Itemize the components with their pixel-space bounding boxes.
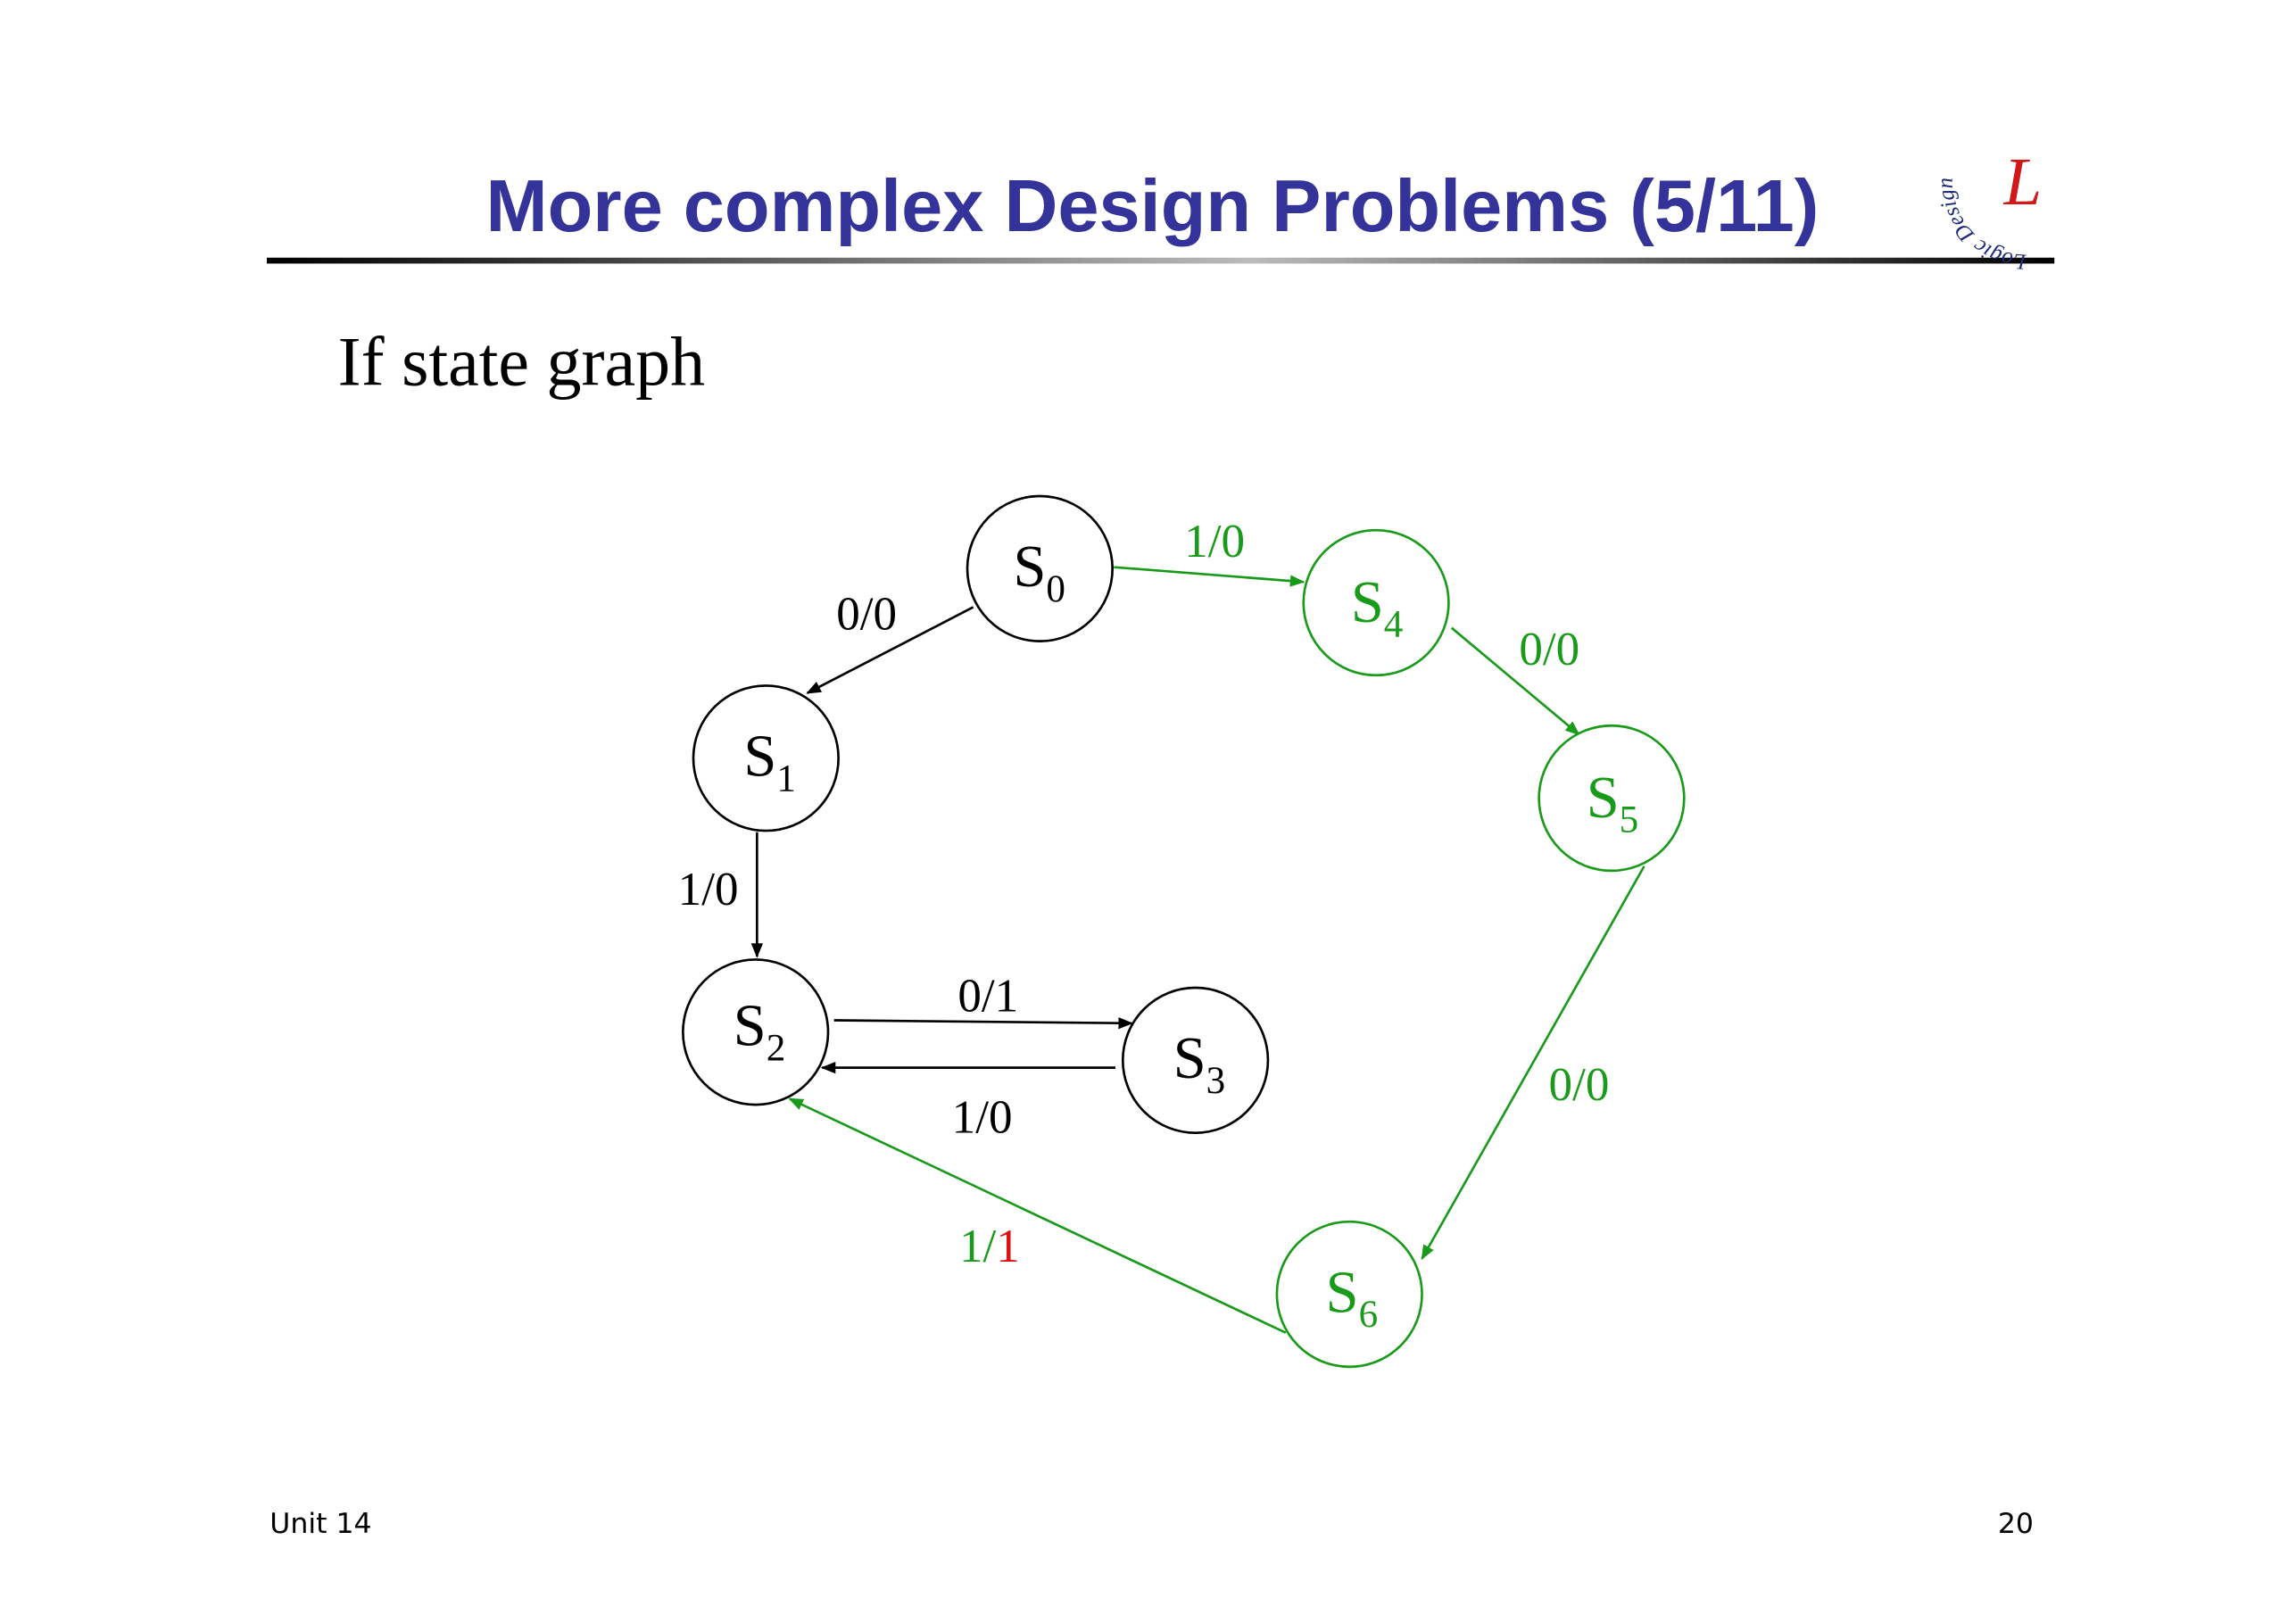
edge-label-s4-s5: 0/0 (1519, 624, 1579, 675)
edge-label-s3-s2: 1/0 (952, 1092, 1013, 1144)
logo: Logic Design L (1934, 144, 2043, 274)
slide-subtitle: If state graph (338, 323, 705, 401)
edge-labels: 0/0 1/0 0/0 1/0 0/1 1/0 0/0 1/1 (678, 516, 1610, 1272)
svg-text:S5: S5 (1587, 766, 1638, 841)
edge-label-s6-s2: 1/1 (959, 1221, 1020, 1272)
edge-label-s0-s4: 1/0 (1184, 516, 1245, 567)
footer-unit: Unit 14 (269, 1508, 371, 1540)
edge-s0-s1 (806, 606, 974, 694)
svg-text:S1: S1 (743, 725, 796, 800)
title-rule (266, 257, 2055, 264)
svg-text:S2: S2 (734, 994, 786, 1070)
svg-text:S6: S6 (1326, 1260, 1379, 1336)
svg-text:S3: S3 (1173, 1026, 1226, 1102)
edge-label-s0-s1: 0/0 (836, 588, 897, 640)
states: S0 S1 S2 S3 S4 S5 S6 (682, 494, 1686, 1369)
state-s5: S5 (1538, 724, 1686, 873)
page-number: 20 (1998, 1508, 2034, 1540)
state-s4: S4 (1302, 528, 1450, 677)
state-s1: S1 (692, 684, 840, 832)
state-s2: S2 (682, 958, 830, 1106)
edges (750, 566, 1645, 1334)
edge-label-s1-s2: 1/0 (678, 864, 739, 915)
slide-title: More complex Design Problems (5/11) (486, 164, 1819, 247)
state-s3: S3 (1121, 986, 1270, 1134)
state-s0: S0 (966, 494, 1114, 642)
svg-text:S4: S4 (1351, 570, 1404, 646)
edge-s0-s4 (1114, 566, 1305, 587)
svg-text:S0: S0 (1013, 534, 1065, 610)
edge-s6-s2 (788, 1097, 1287, 1334)
logo-letter-icon: L (2003, 144, 2042, 219)
edge-s4-s5 (1450, 626, 1580, 736)
state-s6: S6 (1275, 1220, 1423, 1369)
edge-s2-s3 (833, 1017, 1133, 1030)
edge-s5-s6 (1421, 865, 1645, 1261)
edge-label-s5-s6: 0/0 (1549, 1059, 1610, 1111)
edge-label-s2-s3: 0/1 (957, 971, 1018, 1023)
